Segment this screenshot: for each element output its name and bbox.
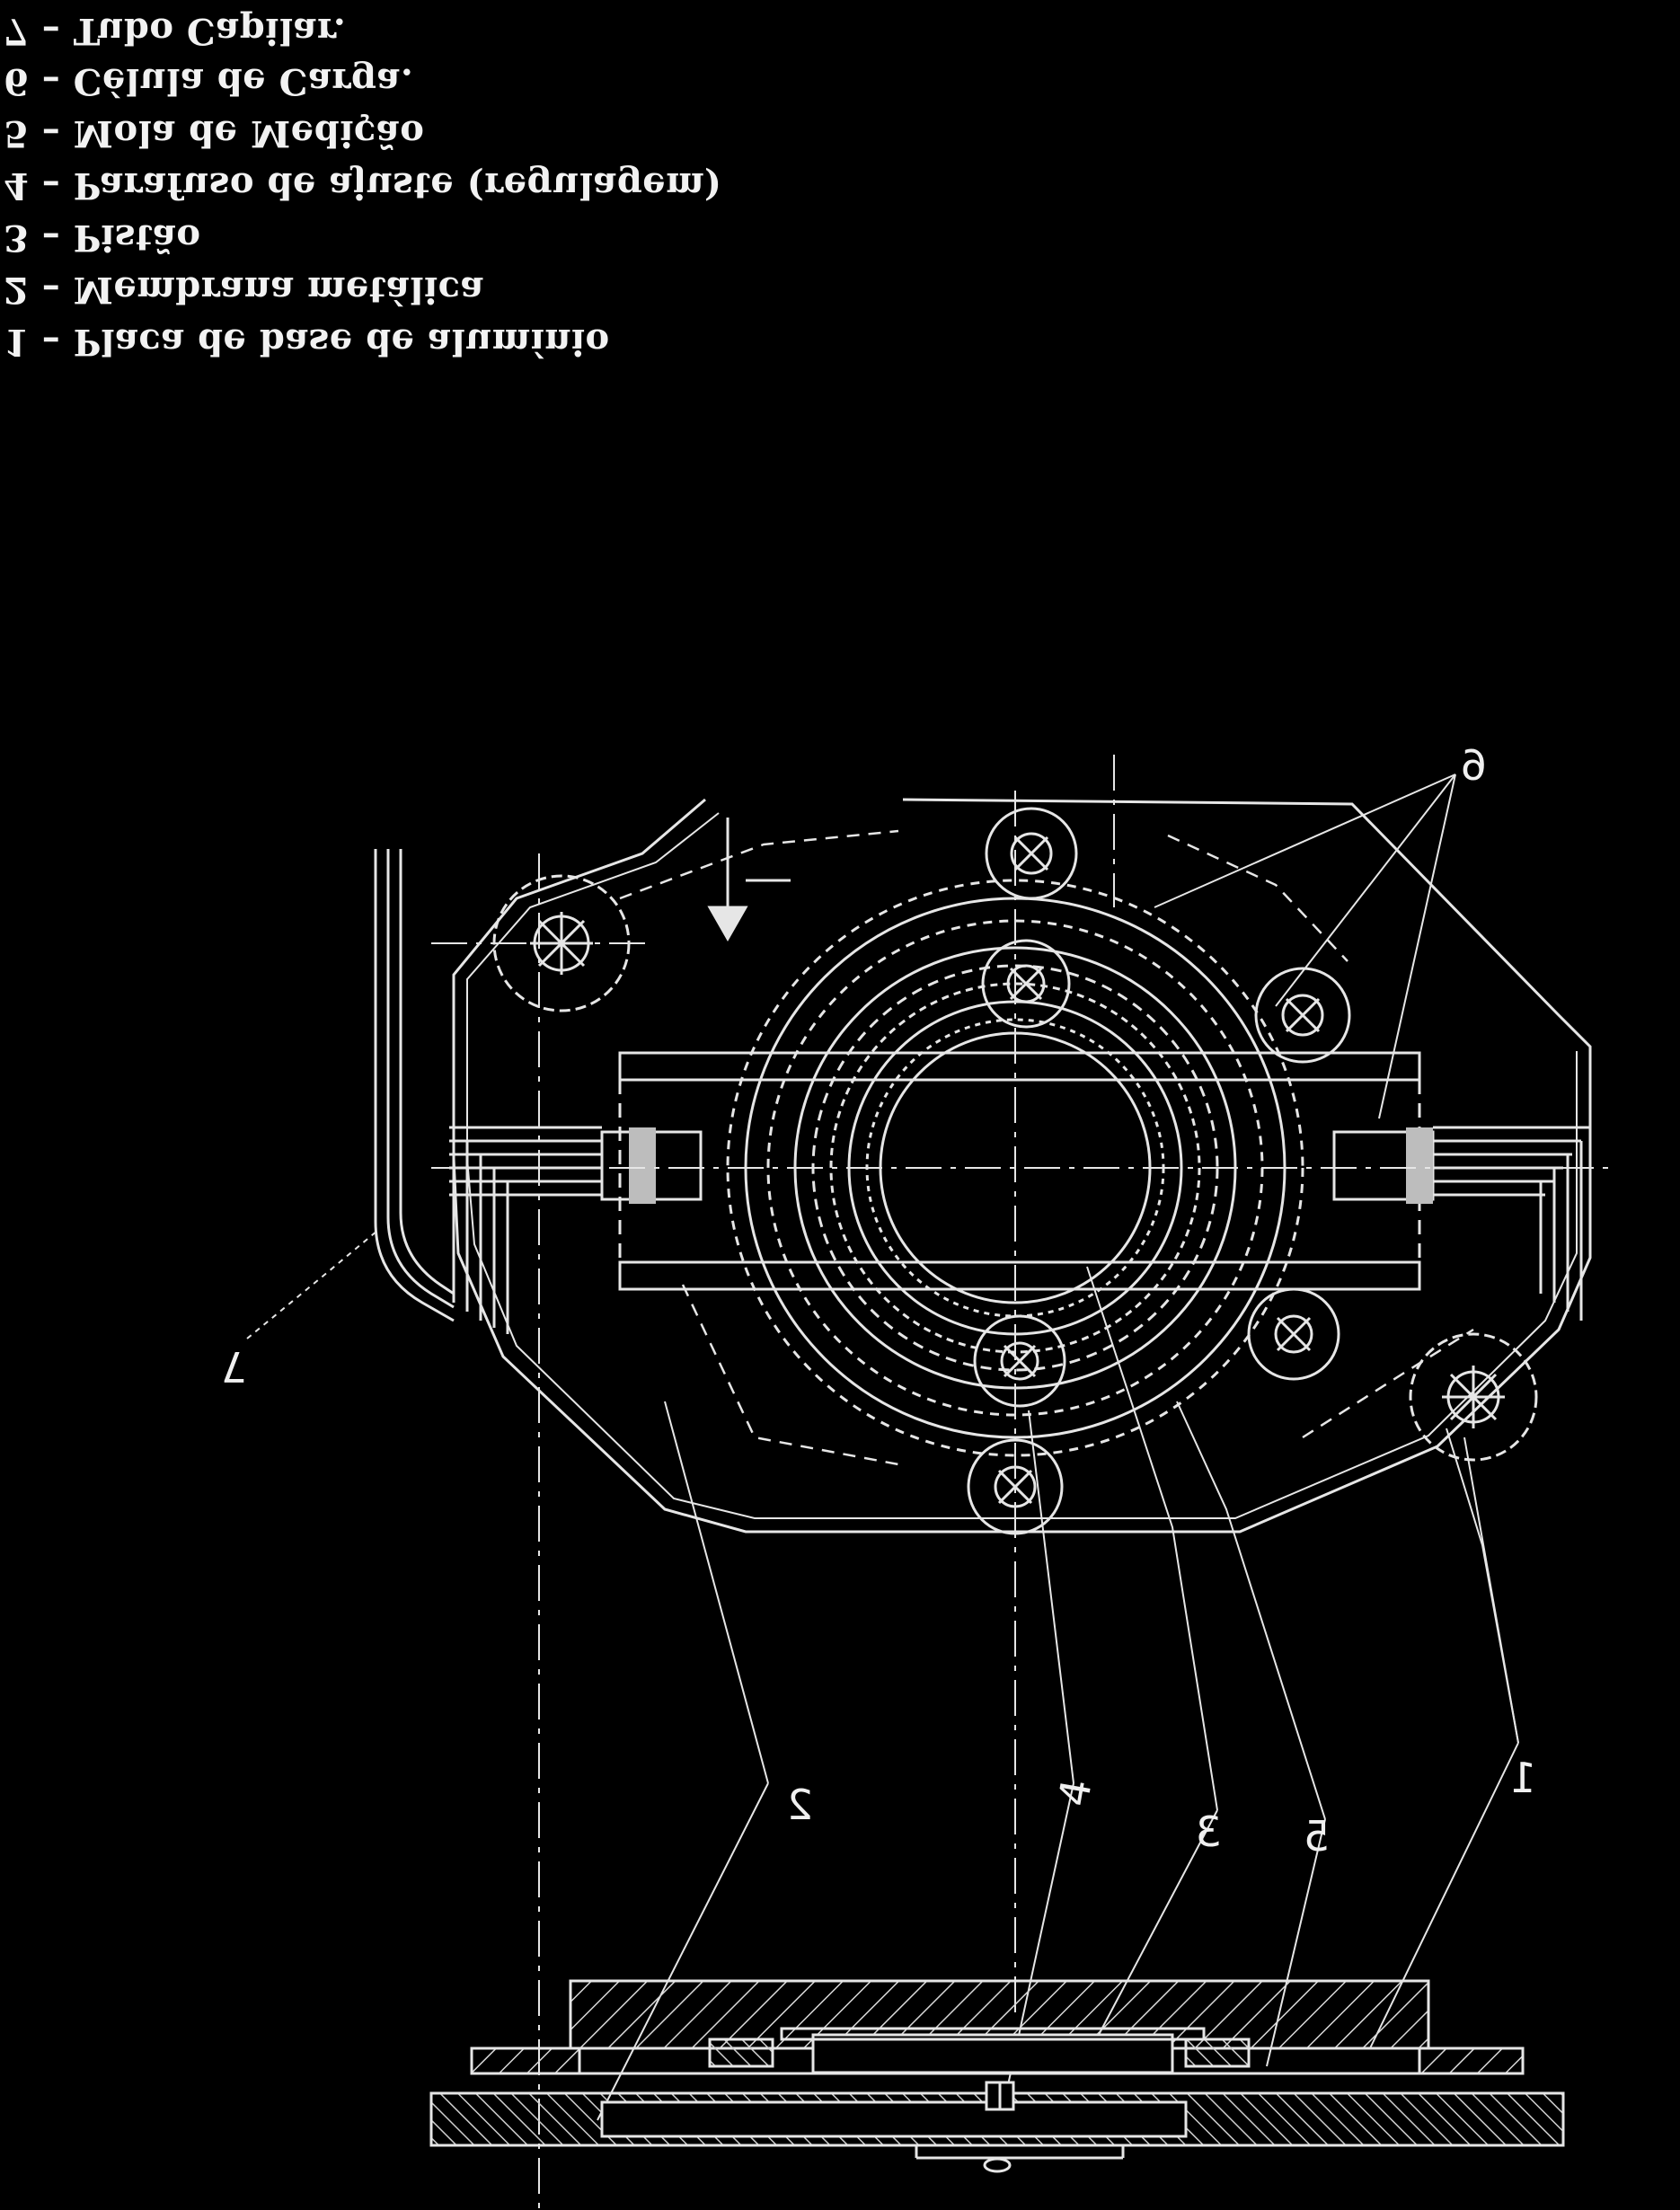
section-seal-left bbox=[708, 2038, 774, 2068]
section-flange-left-hatch bbox=[470, 2046, 581, 2075]
center-bands bbox=[618, 1051, 1421, 1291]
load-cells bbox=[449, 1126, 1590, 1334]
capillary-tube bbox=[374, 849, 455, 1322]
internal-dashed-outlines bbox=[619, 829, 1474, 1466]
leader-5 bbox=[1176, 1401, 1326, 2067]
bolt-right-lower bbox=[1247, 1287, 1340, 1381]
cross-section bbox=[429, 1979, 1565, 2173]
section-bottom-screw bbox=[983, 2157, 1012, 2173]
callout-5: 5 bbox=[1304, 1812, 1330, 1861]
section-seal-right bbox=[1184, 2038, 1251, 2068]
callout-2: 2 bbox=[787, 1781, 813, 1829]
section-flange-right-hatch bbox=[1418, 2046, 1525, 2075]
leader-2 bbox=[597, 1401, 769, 2121]
section-membrane bbox=[780, 2027, 1206, 2041]
bolt-lower bbox=[973, 1314, 1066, 1408]
bolt-right-bottom bbox=[1409, 1332, 1538, 1462]
housing-outline bbox=[452, 798, 1592, 1534]
leader-7 bbox=[246, 1230, 378, 1339]
callout-7: 7 bbox=[221, 1342, 247, 1391]
section-base-recess bbox=[600, 2100, 1188, 2138]
leader-1 bbox=[1369, 1428, 1519, 2049]
callout-6: 6 bbox=[1461, 741, 1487, 790]
bolt-right-upper bbox=[1254, 967, 1351, 1064]
load-cell-left bbox=[449, 1126, 703, 1334]
bolt-top bbox=[985, 807, 1078, 900]
section-arrow bbox=[707, 818, 791, 942]
top-view bbox=[374, 755, 1617, 2210]
load-cell-right bbox=[1332, 1126, 1590, 1321]
callout-labels: 6 7 2 4 3 5 1 bbox=[221, 741, 1536, 1861]
callout-1: 1 bbox=[1510, 1754, 1536, 1802]
callout-4: 4 bbox=[1048, 1775, 1101, 1809]
leader-6 bbox=[1154, 774, 1456, 1119]
centerlines bbox=[431, 755, 1617, 2210]
callout-3: 3 bbox=[1196, 1808, 1222, 1856]
section-piston bbox=[811, 2033, 1174, 2074]
leader-3 bbox=[1086, 1266, 1218, 2049]
